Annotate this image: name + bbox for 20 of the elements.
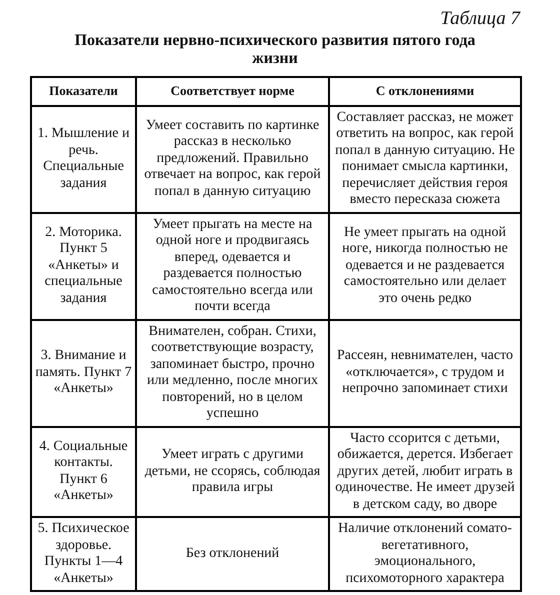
table-cell: 1. Мышление и речь. Специальные задания	[31, 106, 136, 212]
column-header: С отклонениями	[329, 77, 521, 106]
column-header: Показатели	[31, 77, 136, 106]
table-title: Показатели нервно-психического развития пятого года жизни	[74, 32, 476, 68]
table-cell: 2. Моторика. Пункт 5 «Анкеты» и специальные задания	[31, 212, 136, 320]
column-header: Соответствует норме	[136, 77, 329, 106]
table-cell: Часто ссорится с детьми, обижается, дерется. Избегает других детей, любит играть в одиночестве. Не имеет друзей в детском саду, во дворе	[329, 426, 521, 517]
table-cell: Умеет играть с другими детьми, не ссорясь, соблюдая правила игры	[136, 426, 329, 517]
table-cell: Составляет рассказ, не может ответить на вопрос, как герой попал в данную ситуацию. Не понимает смысла картинки, перечисляет действия героя вместо пересказа сюжета	[329, 106, 521, 212]
table-cell: Рассеян, невнимателен, часто «отключается», с трудом и непрочно запоминает стихи	[329, 320, 521, 426]
table-cell: Наличие отклонений сомато-вегетативного, эмоционального, психомоторного характера	[329, 517, 521, 591]
table-cell: Внимателен, собран. Стихи, соответствующие возрасту, запоминает быстро, прочно или медленно, после многих повторений, но в целом успешно	[136, 320, 329, 426]
table-cell: Не умеет прыгать на одной ноге, никогда полностью не одевается и не раздевается самостоятельно или делает это очень редко	[329, 212, 521, 320]
table-cell: Без отклонений	[136, 517, 329, 591]
table-cell: 5. Психическое здоровье. Пункты 1—4 «Анкеты»	[31, 517, 136, 591]
table-cell: Умеет составить по картинке рассказ в несколько предложений. Правильно отвечает на вопрос, как герой попал в данную ситуацию	[136, 106, 329, 212]
table-cell: 4. Социальные контакты. Пункт 6 «Анкеты»	[31, 426, 136, 517]
table-cell: 3. Внимание и память. Пункт 7 «Анкеты»	[31, 320, 136, 426]
table-cell: Умеет прыгать на месте на одной ноге и продвигаясь вперед, одевается и раздевается полностью самостоятельно всегда или почти всегда	[136, 212, 329, 320]
table-number: Таблица 7	[439, 8, 520, 30]
